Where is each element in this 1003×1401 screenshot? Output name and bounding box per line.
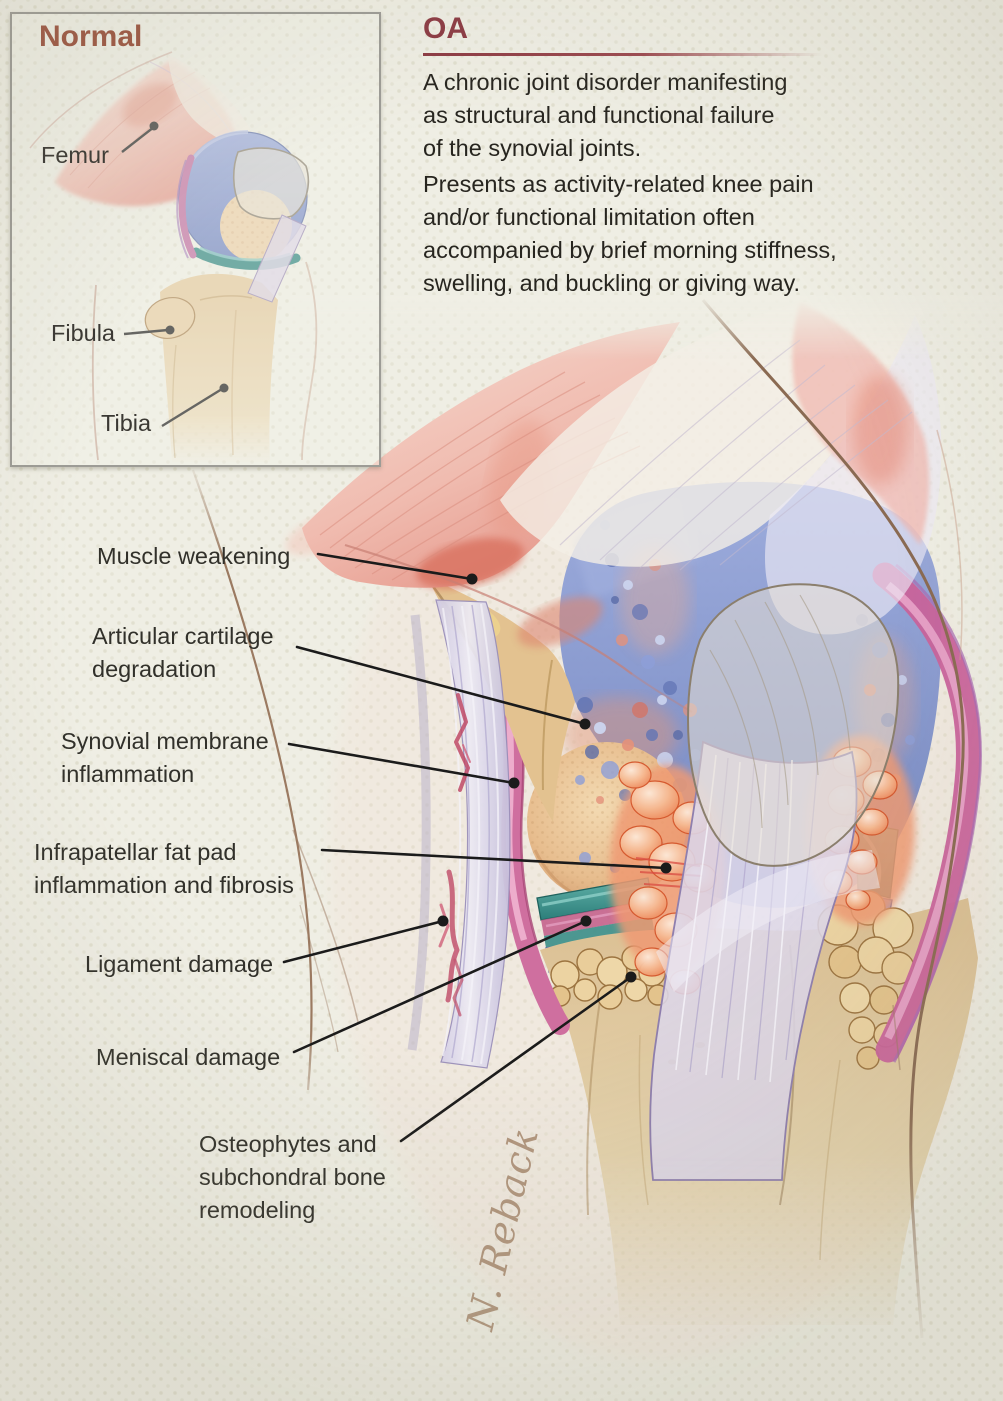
label-line: Meniscal damage	[96, 1044, 281, 1070]
oa-definition-text: A chronic joint disorder manifesting as …	[423, 66, 893, 165]
marker-dot-ligament	[437, 915, 449, 927]
ligament-damage-label: Ligament damage	[85, 948, 273, 981]
normal-knee-inset-illustration	[29, 51, 318, 462]
label-line: degradation	[92, 656, 217, 682]
oa-definition-line: A chronic joint disorder manifesting	[423, 68, 788, 95]
oa-presentation-line: Presents as activity-related knee pain	[423, 170, 814, 197]
oa-heading: OA	[423, 12, 468, 45]
tibia-label: Tibia	[101, 410, 152, 436]
label-line: Articular cartilage	[92, 623, 274, 649]
osteophytes-label: Osteophytes and subchondral bone remodel…	[199, 1128, 386, 1227]
inset-leader-lines	[121, 121, 229, 428]
synovial-membrane-label: Synovial membrane inflammation	[61, 725, 269, 791]
leader-line-meniscus	[292, 919, 588, 1054]
leader-line-osteophytes	[399, 975, 633, 1143]
capsule-edge	[407, 614, 431, 1051]
normal-inset-panel: Normal	[10, 12, 381, 467]
marker-dot-synovium	[508, 777, 520, 789]
label-line: inflammation and fibrosis	[34, 872, 294, 898]
oa-presentation-text: Presents as activity-related knee pain a…	[423, 168, 893, 300]
oa-presentation-line: and/or functional limitation often	[423, 203, 755, 230]
inset-leg-outlines	[29, 51, 318, 461]
leader-line-cartilage	[295, 645, 587, 726]
label-line: Ligament damage	[85, 951, 274, 977]
marker-dot-fat-pad	[660, 862, 672, 874]
label-line: remodeling	[199, 1197, 316, 1223]
oa-definition-line: of the synovial joints.	[423, 134, 642, 161]
leader-line-muscle	[316, 552, 474, 581]
inset-synovial-membrane	[176, 154, 197, 259]
fibula-label: Fibula	[51, 320, 116, 346]
leader-lines	[282, 552, 672, 1143]
infrapatellar-fat-pad-label: Infrapatellar fat pad inflammation and f…	[34, 836, 294, 902]
marker-dot-meniscus	[580, 915, 592, 927]
marker-dot-osteophytes	[625, 971, 637, 983]
inset-fibula-head	[144, 297, 196, 339]
label-line: subchondral bone	[199, 1164, 386, 1190]
marker-dot-cartilage	[579, 718, 591, 730]
inset-patella	[232, 147, 310, 220]
leg-outline	[191, 299, 965, 1339]
muscle-weakening-label: Muscle weakening	[97, 540, 290, 573]
oa-presentation-line: swelling, and buckling or giving way.	[423, 269, 801, 296]
oa-description-panel: OA A chronic joint disorder manifesting …	[423, 12, 893, 300]
synovial-membrane	[872, 562, 982, 1063]
femur-label: Femur	[41, 142, 109, 168]
patella	[686, 583, 900, 867]
muscle-edge	[344, 543, 633, 675]
ligament-band	[407, 599, 511, 1069]
normal-heading: Normal	[39, 20, 143, 53]
label-line: Synovial membrane	[61, 728, 269, 754]
label-line: Muscle weakening	[97, 543, 291, 569]
oa-definition-line: as structural and functional failure	[423, 101, 775, 128]
leader-line-synovium	[287, 742, 516, 785]
inset-patellar-tendon	[247, 214, 307, 303]
meniscal-damage-label: Meniscal damage	[96, 1041, 280, 1074]
top-fade	[290, 295, 1003, 360]
oa-heading-rule	[423, 53, 823, 56]
tendon-fibers	[559, 339, 913, 571]
label-line: Infrapatellar fat pad	[34, 839, 237, 865]
inset-tibia-fibula	[144, 214, 307, 462]
retinaculum-band	[656, 850, 880, 992]
leader-line-ligament	[282, 919, 445, 964]
label-line: inflammation	[61, 761, 195, 787]
leader-line-fat-pad	[320, 848, 668, 870]
marker-dot-muscle	[466, 573, 478, 585]
articular-cartilage-label: Articular cartilage degradation	[92, 620, 274, 686]
oa-presentation-line: accompanied by brief morning stiffness,	[423, 236, 837, 263]
label-line: Osteophytes and	[199, 1131, 377, 1157]
